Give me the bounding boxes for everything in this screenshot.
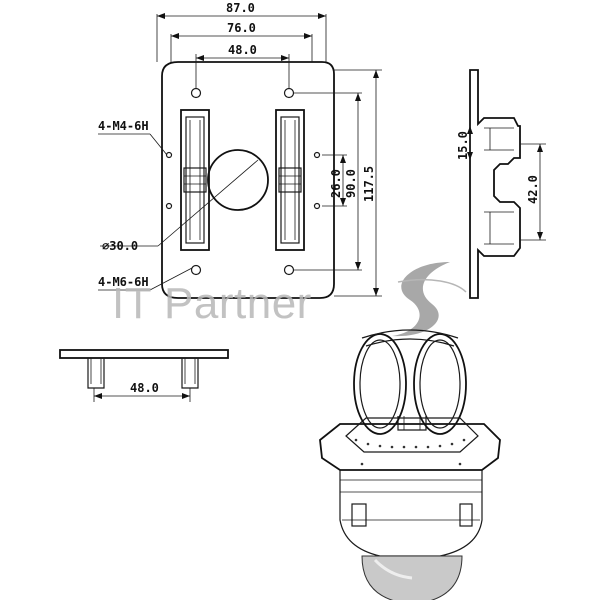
thread-m4-label: 4-M4-6H [98, 119, 149, 133]
mount-hole-bottom-left [190, 264, 202, 276]
left-leg [87, 358, 105, 389]
left-slot-outer [180, 109, 210, 251]
side-hole [313, 202, 321, 210]
dim-87-label: 87.0 [226, 1, 255, 15]
camera-latch [459, 503, 473, 527]
right-slot-inner [280, 116, 300, 244]
plate-side-view: 15.0 42.0 [456, 69, 546, 299]
watermark: IT Partner [112, 262, 467, 337]
ring-top-link [361, 329, 459, 339]
dim-76-label: 76.0 [227, 21, 256, 35]
side-hole [165, 151, 173, 159]
dim-26-label: 26.0 [329, 169, 343, 198]
left-slot-inner [185, 116, 205, 244]
dim-bottom-48-label: 48.0 [130, 381, 159, 395]
mount-hole-bottom-right [283, 264, 295, 276]
dim-42-label: 42.0 [526, 175, 540, 204]
camera-top-plate [345, 417, 479, 453]
right-slot [275, 109, 305, 251]
retaining-ring-right [413, 333, 467, 435]
retaining-ring-left [353, 333, 407, 435]
camera-bracket [397, 416, 427, 431]
bottom-plate-edge [59, 349, 229, 359]
dome-camera-illustration [319, 329, 501, 600]
side-hole [313, 151, 321, 159]
side-hole [165, 202, 173, 210]
right-slot-clip [278, 167, 302, 193]
right-slot-outer [275, 109, 305, 251]
left-slot-clip [183, 167, 207, 193]
watermark-text: IT Partner [112, 279, 312, 328]
camera-latch [351, 503, 367, 527]
plate-bottom-view: 48.0 [59, 349, 229, 402]
right-leg [181, 358, 199, 389]
mount-hole-top-left [190, 87, 202, 99]
dim-90-label: 90.0 [344, 169, 358, 198]
side-profile [469, 69, 521, 299]
mounting-plate-front-view [161, 61, 335, 299]
mount-hole-top-right [283, 87, 295, 99]
plate-dimensions: 87.0 76.0 48.0 26.0 90.0 [98, 1, 382, 297]
thread-m6-label: 4-M6-6H [98, 275, 149, 289]
watermark-swoosh-icon [392, 262, 450, 337]
dim-117-label: 117.5 [362, 166, 376, 202]
center-hole [207, 149, 269, 211]
camera-body [339, 461, 483, 557]
dim-48-label: 48.0 [228, 43, 257, 57]
dim-15-label: 15.0 [456, 131, 470, 160]
plate-outline [161, 61, 335, 299]
left-slot [180, 109, 210, 251]
dim-diameter-label: ⌀30.0 [102, 239, 138, 253]
